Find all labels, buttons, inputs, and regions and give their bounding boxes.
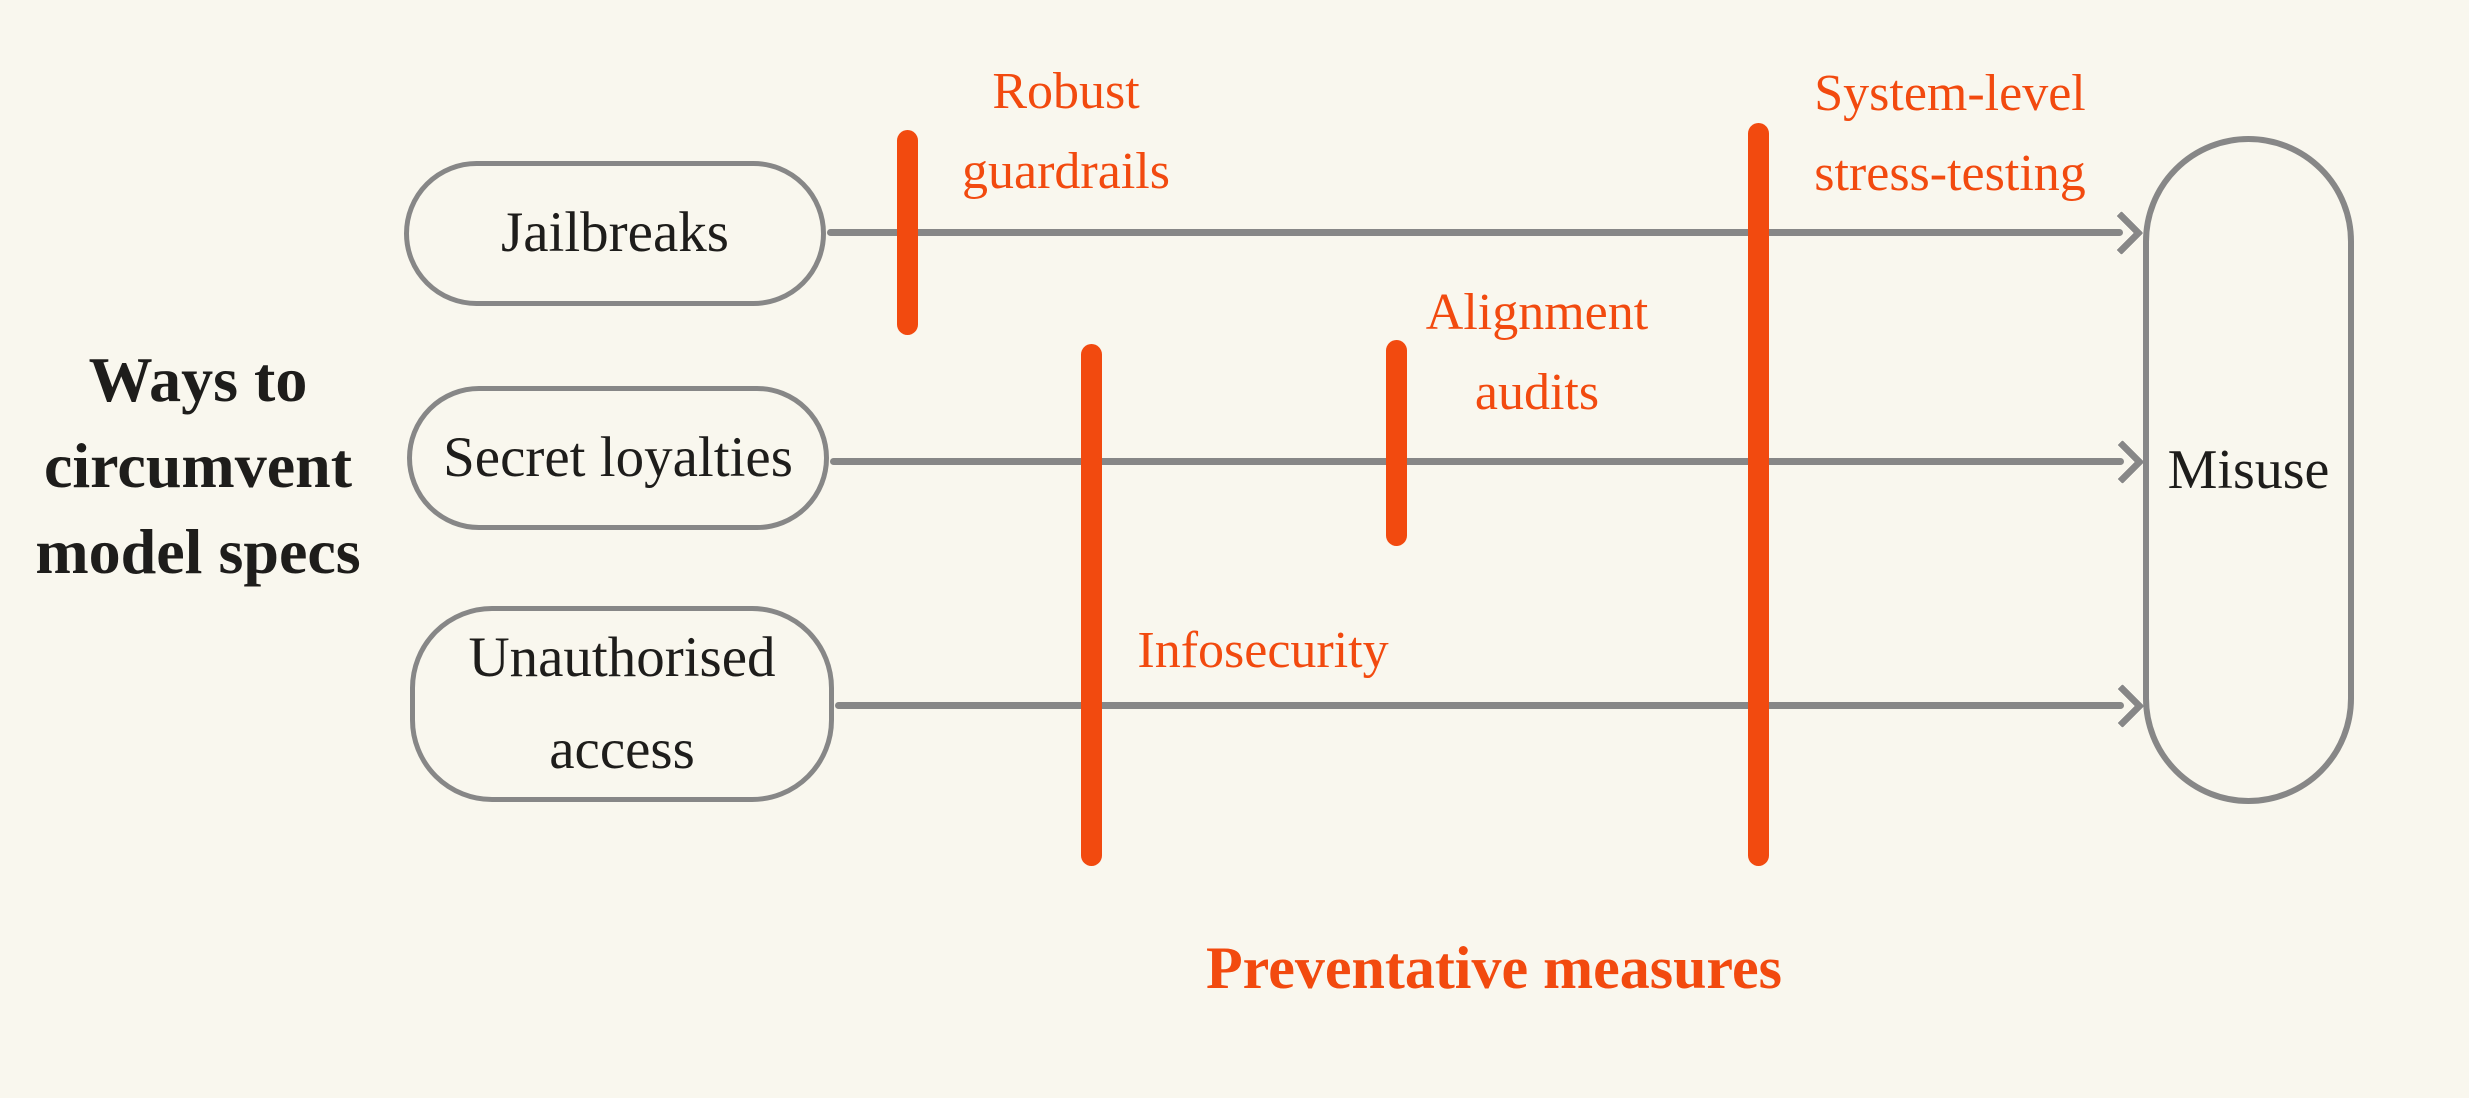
measure-bar-system-level-stress-testing — [1748, 123, 1769, 866]
source-box-jailbreaks-label: Jailbreaks — [501, 201, 729, 265]
measure-bar-robust-guardrails — [897, 130, 918, 335]
measure-label-robust-guardrails: Robust guardrails — [962, 63, 1170, 200]
measure-label-alignment-audits: Alignment audits — [1425, 284, 1649, 421]
arrow-secret-loyalties-to-misuse — [830, 458, 2124, 465]
source-box-unauthorised-access: Unauthorised access — [410, 606, 834, 802]
measure-bar-infosecurity — [1081, 344, 1102, 866]
measure-label-infosecurity: Infosecurity — [1137, 622, 1389, 679]
source-box-secret-loyalties: Secret loyalties — [407, 386, 829, 530]
left-axis-title: Ways to circumvent model specs — [35, 344, 361, 587]
arrow-unauthorised-access-to-misuse — [835, 702, 2124, 709]
target-box-misuse-label: Misuse — [2167, 438, 2330, 501]
preventative-measures-title: Preventative measures — [1206, 935, 1782, 1001]
source-box-secret-loyalties-label: Secret loyalties — [443, 425, 793, 489]
target-box-misuse: Misuse — [2143, 136, 2354, 804]
measure-label-system-level-stress-testing: System-level stress-testing — [1814, 65, 2086, 202]
source-box-jailbreaks: Jailbreaks — [404, 161, 826, 306]
arrow-jailbreaks-to-misuse — [827, 229, 2123, 236]
source-box-unauthorised-access-label: Unauthorised access — [468, 625, 776, 781]
measure-bar-alignment-audits — [1386, 340, 1407, 546]
